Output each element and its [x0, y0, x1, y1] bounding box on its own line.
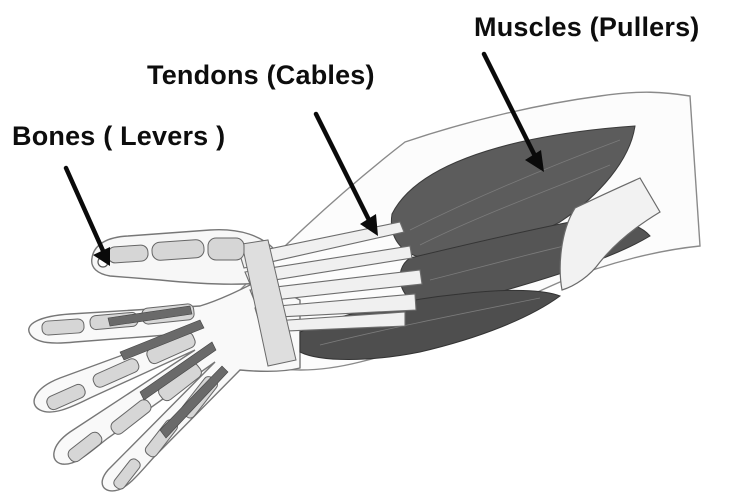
muscles-label: Muscles (Pullers)	[474, 12, 699, 43]
bones-arrow-line	[66, 168, 104, 253]
bones-label: Bones ( Levers )	[12, 121, 225, 152]
tendons-label: Tendons (Cables)	[147, 60, 375, 91]
